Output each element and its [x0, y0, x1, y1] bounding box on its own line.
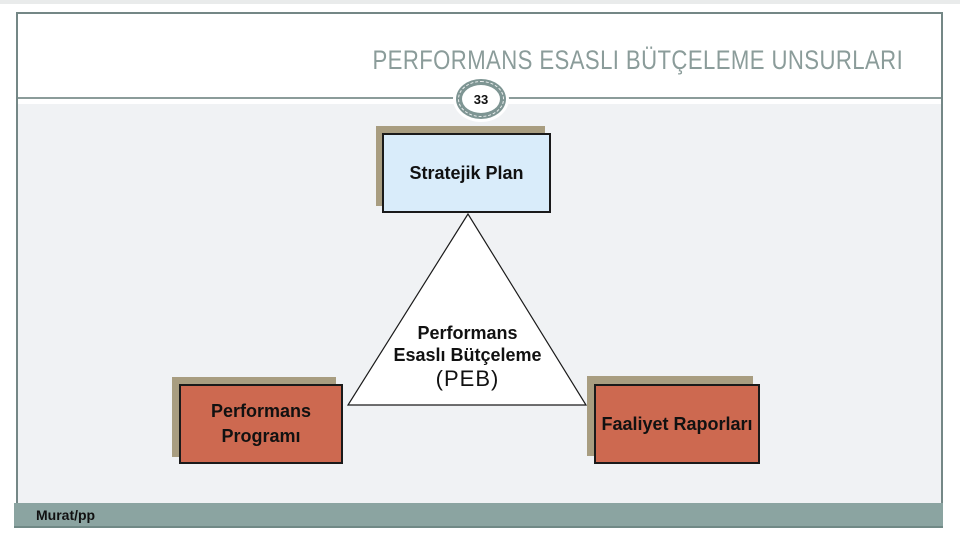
center-label-acronym: (PEB) [435, 366, 500, 391]
performans-programi-box: Performans Programı [179, 384, 343, 464]
performans-programi-label-line1: Performans [210, 401, 312, 421]
center-label-line2: Esaslı Bütçeleme [393, 345, 542, 365]
triangle-center-label: Performans Esaslı Bütçeleme (PEB) [347, 322, 588, 392]
performans-programi-label-line2: Programı [221, 426, 301, 446]
faaliyet-raporlari-label: Faaliyet Raporları [601, 413, 753, 434]
faaliyet-raporlari-box: Faaliyet Raporları [594, 384, 760, 464]
triangle-outline [346, 212, 588, 406]
stratejik-plan-box: Stratejik Plan [382, 133, 551, 213]
page-number: 33 [473, 91, 489, 107]
triangle-shape [346, 212, 588, 406]
footer-author: Murat/pp [36, 506, 96, 523]
top-margin-strip [0, 0, 960, 4]
slide-title: PERFORMANS ESASLI BÜTÇELEME UNSURLARI [372, 45, 903, 75]
footer-band: Murat/pp [14, 503, 943, 528]
center-label-line1: Performans [417, 323, 518, 343]
page-number-badge: 33 [456, 79, 506, 119]
stratejik-plan-label: Stratejik Plan [409, 162, 524, 183]
